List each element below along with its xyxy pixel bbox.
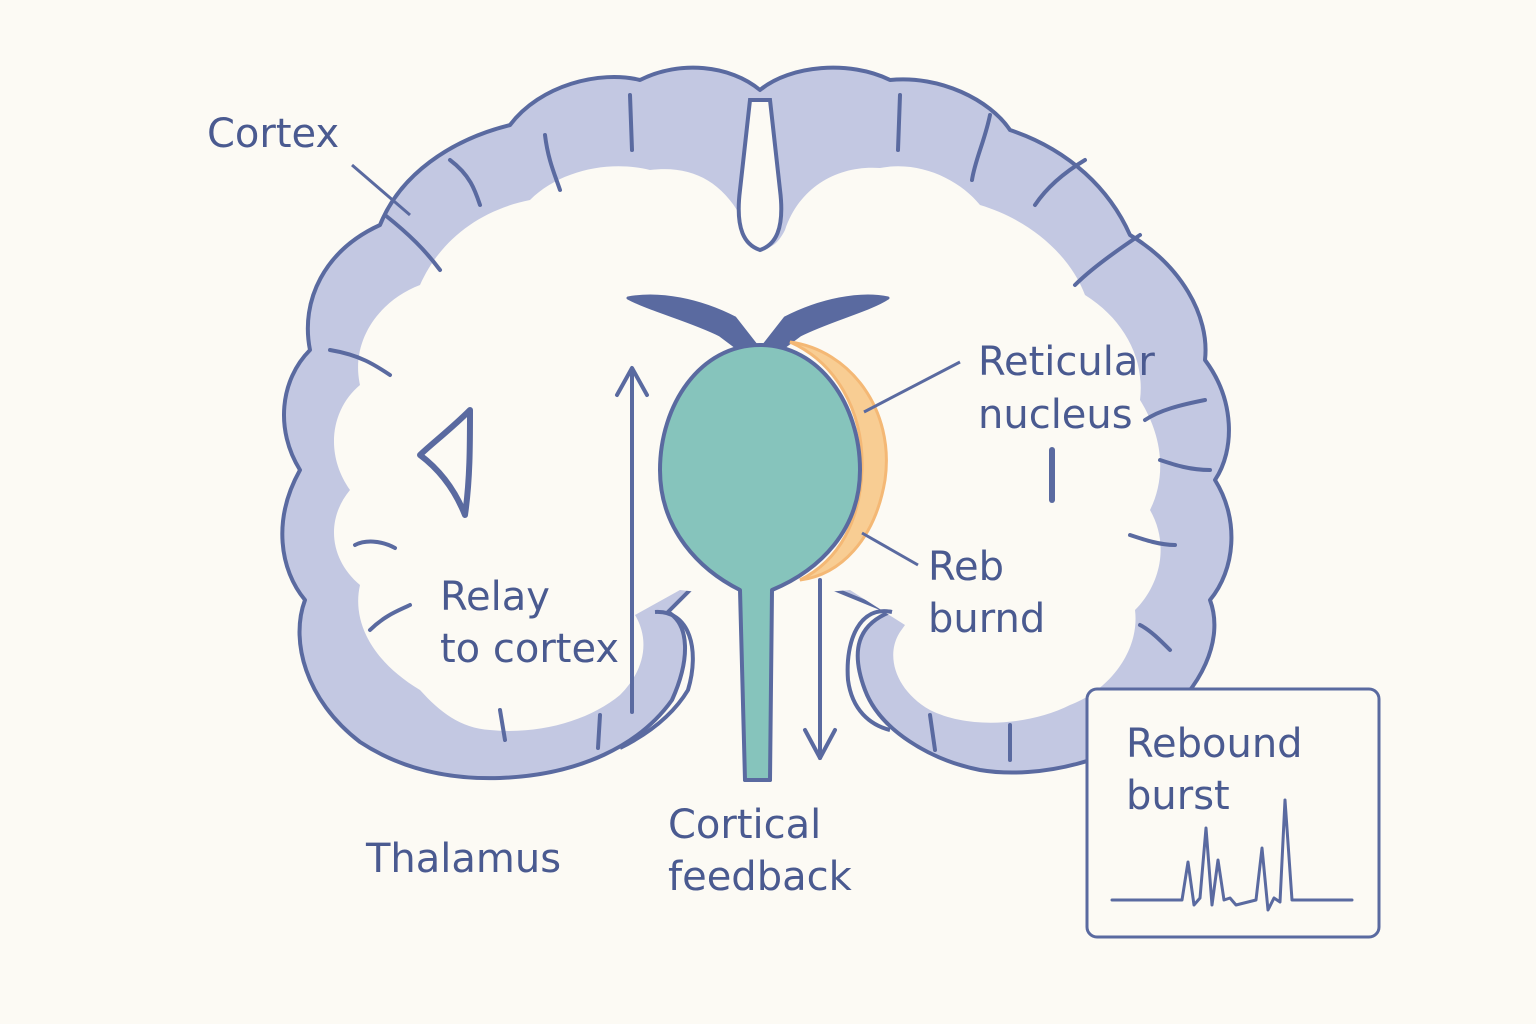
lateral-ventricle-left: [417, 407, 473, 518]
label-thalamus: Thalamus: [365, 836, 561, 882]
corpus-callosum: [626, 294, 890, 352]
label-reticular-line2: nucleus: [978, 392, 1133, 438]
label-cortical-feedback-line2: feedback: [668, 854, 853, 900]
relay-arrow: [615, 366, 649, 714]
label-cortex: Cortex: [207, 111, 339, 157]
reb-leader: [861, 531, 919, 567]
leader-lines: [351, 163, 961, 567]
internal-capsule-hooks: [619, 609, 893, 750]
burst-trace: [1110, 798, 1354, 912]
inset-frame: [1085, 687, 1381, 939]
rebound-burst-inset: Rebound burst: [1085, 687, 1381, 939]
inset-title-line2: burst: [1126, 773, 1230, 819]
label-relay-line1: Relay: [440, 574, 550, 620]
label-cortical-feedback-line1: Cortical: [668, 802, 821, 848]
reticular-leader: [863, 360, 961, 414]
thalamus-shape: [658, 343, 862, 782]
label-relay-line2: to cortex: [440, 626, 619, 672]
inset-title-line1: Rebound: [1126, 721, 1303, 767]
cortex-leader: [351, 163, 411, 217]
label-reb-line2: burnd: [928, 596, 1045, 642]
feedback-arrow: [803, 578, 837, 760]
sulci: [328, 93, 1212, 762]
label-reb-line1: Reb: [928, 544, 1004, 590]
label-reticular-line1: Reticular: [978, 339, 1155, 385]
longitudinal-fissure: [736, 98, 784, 253]
